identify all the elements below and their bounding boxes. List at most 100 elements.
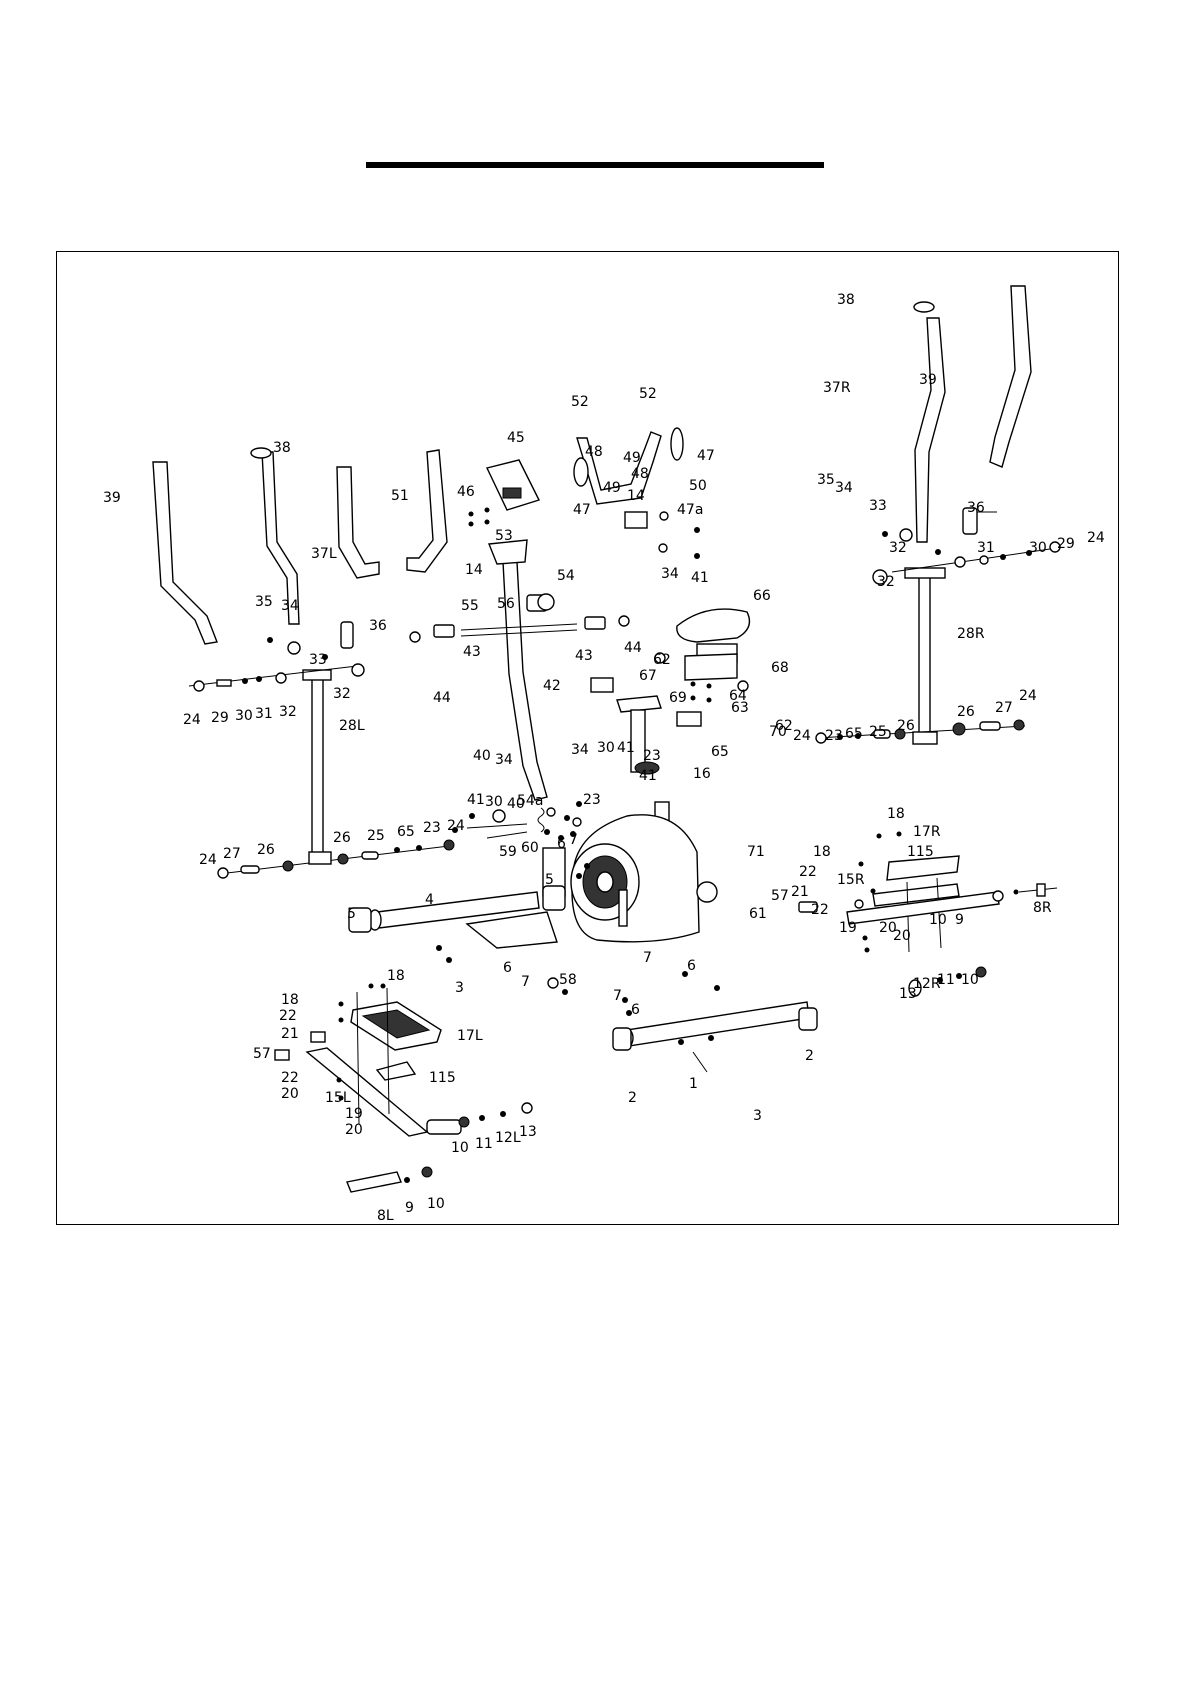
part-label: 69 (669, 690, 687, 706)
part-label: 39 (919, 372, 937, 388)
part-label: 8L (377, 1208, 394, 1224)
part-label: 6 (631, 1002, 640, 1018)
hardware-left-lower-pivot (346, 1102, 533, 1193)
part-label: 22 (279, 1008, 297, 1024)
pedal-17l (350, 1001, 442, 1081)
part-label: 23 (423, 820, 441, 836)
part-label: 23 (643, 748, 661, 764)
part-label: 1 (689, 1076, 698, 1092)
part-label: 34 (835, 480, 853, 496)
upright-28l (188, 665, 450, 875)
part-label: 49 (623, 450, 641, 466)
part-label: 18 (887, 806, 905, 822)
part-label: 47a (677, 502, 703, 518)
part-label: 34 (495, 752, 513, 768)
part-label: 115 (907, 844, 934, 860)
part-label: 42 (543, 678, 561, 694)
part-label: 70 (769, 724, 787, 740)
part-label: 71 (747, 844, 765, 860)
part-label: 43 (463, 644, 481, 660)
pedal-arm-15l (274, 983, 462, 1137)
part-label: 40 (473, 748, 491, 764)
part-label: 37L (311, 546, 337, 562)
hardware-right-lower (815, 719, 1025, 744)
part-label: 11 (475, 1136, 493, 1152)
part-label: 51 (391, 488, 409, 504)
part-label: 25 (367, 828, 385, 844)
part-label: 12R (913, 976, 941, 992)
part-label: 11 (937, 972, 955, 988)
handlebar-51-right (406, 449, 448, 573)
part-label: 6 (503, 960, 512, 976)
part-label: 32 (333, 686, 351, 702)
part-label: 23 (583, 792, 601, 808)
post-36r (962, 507, 978, 535)
part-label: 20 (281, 1086, 299, 1102)
part-label: 15R (837, 872, 865, 888)
exploded-parts-diagram: 383937R35343336323130292428R322365252626… (103, 285, 1105, 1224)
part-label: 44 (624, 640, 642, 656)
part-label: 15L (325, 1090, 351, 1106)
part-label: 24 (199, 852, 217, 868)
part-label: 10 (427, 1196, 445, 1212)
part-label: 31 (255, 706, 273, 722)
part-label: 20 (893, 928, 911, 944)
part-label: 61 (749, 906, 767, 922)
part-label: 32 (889, 540, 907, 556)
part-label: 68 (771, 660, 789, 676)
part-label: 55 (461, 598, 479, 614)
part-label: 3 (753, 1108, 762, 1124)
part-label: 20 (345, 1122, 363, 1138)
part-label: 5 (347, 906, 356, 922)
hardware-left-lower (217, 839, 455, 879)
seat-slider-68 (654, 652, 749, 703)
part-label: 14 (465, 562, 483, 578)
part-label: 34 (571, 742, 589, 758)
part-label: 62 (775, 718, 793, 734)
part-label: 41 (617, 740, 635, 756)
part-label: 18 (813, 844, 831, 860)
post-36l (340, 621, 354, 649)
part-label: 16 (693, 766, 711, 782)
part-label: 48 (585, 444, 603, 460)
part-label: 43 (575, 648, 593, 664)
part-label: 20 (879, 920, 897, 936)
part-label: 64 (729, 688, 747, 704)
part-label: 58 (559, 972, 577, 988)
cap-70 (676, 711, 702, 727)
part-label: 24 (183, 712, 201, 728)
part-label: 7 (613, 988, 622, 1004)
part-label: 26 (333, 830, 351, 846)
part-label: 41 (639, 768, 657, 784)
part-label: 22 (811, 902, 829, 918)
pedal-arm-15r (798, 831, 1058, 953)
console-45 (486, 459, 540, 511)
part-label: 10 (929, 912, 947, 928)
part-label: 65 (711, 744, 729, 760)
part-label: 59 (499, 844, 517, 860)
part-label: 27 (995, 700, 1013, 716)
part-label: 25 (869, 724, 887, 740)
part-label: 9 (405, 1200, 414, 1216)
part-label: 50 (689, 478, 707, 494)
spring-60 (537, 807, 545, 833)
part-label: 19 (839, 920, 857, 936)
part-label: 32 (279, 704, 297, 720)
part-label: 21 (281, 1026, 299, 1042)
part-label: 12L (495, 1130, 521, 1146)
part-label: 24 (793, 728, 811, 744)
part-label: 47 (573, 502, 591, 518)
part-label: 3 (455, 980, 464, 996)
part-label: 13 (519, 1124, 537, 1140)
part-label: 2 (628, 1090, 637, 1106)
seat-66 (676, 608, 751, 663)
part-label: 28R (957, 626, 985, 642)
part-label: 34 (281, 598, 299, 614)
part-label: 57 (771, 888, 789, 904)
seat-post-69 (616, 695, 662, 773)
part-label: 40 (507, 796, 525, 812)
part-label: 13 (899, 986, 917, 1002)
part-label: 30 (485, 794, 503, 810)
